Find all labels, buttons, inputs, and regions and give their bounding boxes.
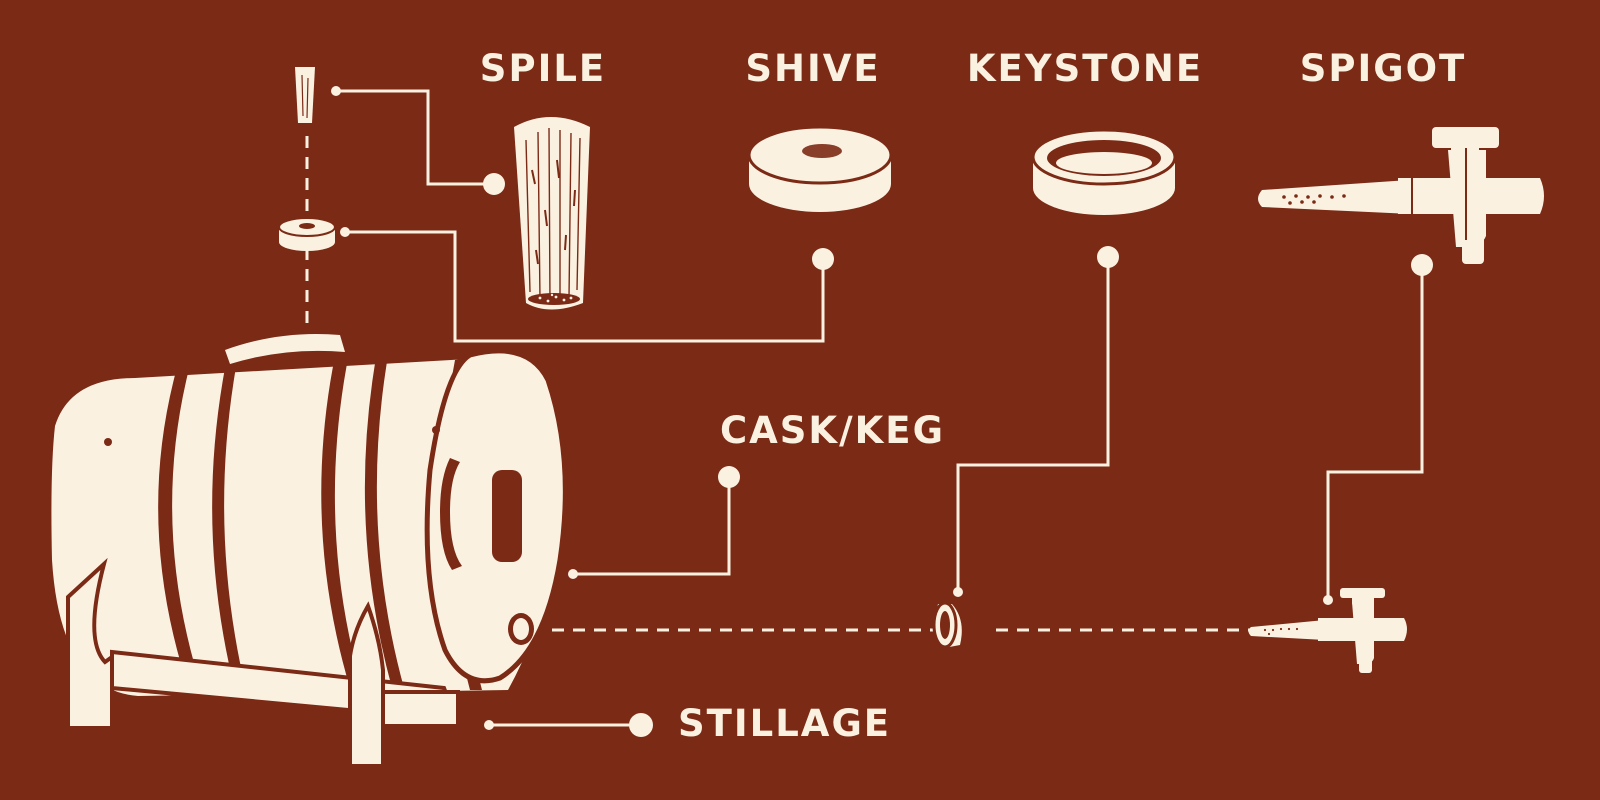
spigot-icon [1258,127,1544,264]
label-spigot: SPIGOT [1300,47,1467,90]
leader-spile [331,86,505,195]
spile-icon [514,117,590,310]
label-keystone: KEYSTONE [967,47,1203,90]
keystone-icon [1031,128,1177,215]
label-stillage: STILLAGE [678,702,891,745]
small-keystone-icon [932,601,962,649]
leader-shive [340,227,834,343]
shive-icon [747,125,893,212]
leader-spigot [1323,254,1433,605]
leader-cask [568,466,740,579]
stillage-icon [66,557,460,768]
cask-keg-icon [51,334,568,696]
leader-keystone [953,246,1119,597]
small-spigot-icon [1248,588,1407,673]
label-cask: CASK/KEG [720,409,945,452]
label-shive: SHIVE [745,47,880,90]
small-spile-icon [295,67,315,123]
leader-stillage [484,713,653,737]
small-shive-icon [278,217,336,251]
label-spile: SPILE [480,47,606,90]
